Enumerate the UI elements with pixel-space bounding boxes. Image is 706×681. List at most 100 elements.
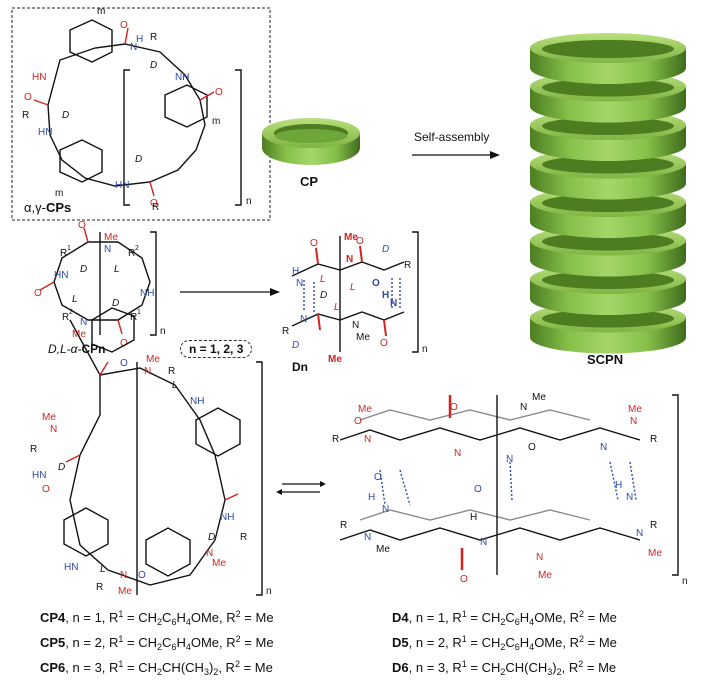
svg-text:m: m xyxy=(212,116,220,127)
svg-text:2: 2 xyxy=(69,309,73,316)
svg-text:N: N xyxy=(296,278,303,289)
svg-text:D: D xyxy=(62,110,69,121)
svg-text:N: N xyxy=(364,434,371,445)
svg-text:HN: HN xyxy=(32,470,46,481)
scpn-ring xyxy=(530,225,686,277)
svg-text:O: O xyxy=(380,338,388,349)
right-caption-d5: D5, n = 2, R1 = CH2C6H4OMe, R2 = Me xyxy=(392,634,617,652)
caption-id: D4 xyxy=(392,610,409,625)
svg-text:R: R xyxy=(22,110,29,121)
cpn-label-bold: CPn xyxy=(81,342,106,356)
svg-text:D: D xyxy=(112,298,119,309)
svg-text:N: N xyxy=(300,314,307,325)
svg-text:O: O xyxy=(374,472,382,483)
dn-label: Dn xyxy=(292,360,308,374)
cps-structure xyxy=(33,19,242,206)
svg-text:Me: Me xyxy=(72,329,86,340)
svg-text:R: R xyxy=(152,202,159,213)
svg-text:NH: NH xyxy=(140,288,154,299)
svg-text:H: H xyxy=(136,34,143,45)
svg-text:Me: Me xyxy=(538,570,552,581)
self-assembly-label: Self-assembly xyxy=(414,130,490,144)
svg-text:R: R xyxy=(340,520,347,531)
svg-text:O: O xyxy=(372,278,380,289)
svg-text:O: O xyxy=(120,338,128,349)
svg-text:m: m xyxy=(97,6,105,17)
svg-text:R: R xyxy=(650,434,657,445)
svg-text:n: n xyxy=(246,196,252,207)
svg-text:N: N xyxy=(130,42,137,53)
svg-text:N: N xyxy=(206,548,213,559)
svg-text:R: R xyxy=(96,582,103,593)
svg-text:R: R xyxy=(404,260,411,271)
svg-text:O: O xyxy=(528,442,536,453)
cps-label-bold: CPs xyxy=(45,200,72,215)
left-caption-cp6: CP6, n = 3, R1 = CH2CH(CH3)2, R2 = Me xyxy=(40,659,273,677)
caption-id: CP5 xyxy=(40,635,66,650)
d-dimer-structure xyxy=(339,394,679,576)
cpn-label: D,L-α-CPn xyxy=(48,342,106,356)
svg-text:N: N xyxy=(144,366,151,377)
svg-text:O: O xyxy=(120,20,128,31)
svg-text:1: 1 xyxy=(67,245,71,252)
svg-text:NH: NH xyxy=(175,72,189,83)
svg-text:Me: Me xyxy=(42,412,56,423)
svg-text:HN: HN xyxy=(115,180,129,191)
svg-text:D: D xyxy=(58,462,65,473)
svg-text:D: D xyxy=(382,244,389,255)
svg-text:H: H xyxy=(615,480,622,491)
svg-text:N: N xyxy=(626,492,633,503)
right-caption-d4: D4, n = 1, R1 = CH2C6H4OMe, R2 = Me xyxy=(392,609,617,627)
svg-text:O: O xyxy=(450,402,458,413)
svg-text:O: O xyxy=(356,236,364,247)
svg-text:N: N xyxy=(520,402,527,413)
svg-text:HN: HN xyxy=(38,127,52,138)
svg-text:R: R xyxy=(240,532,247,543)
svg-text:2: 2 xyxy=(135,245,139,252)
cps-label-prefix: α,γ- xyxy=(24,200,46,215)
svg-text:Me: Me xyxy=(118,586,132,597)
svg-text:R: R xyxy=(650,520,657,531)
svg-text:D: D xyxy=(80,264,87,275)
svg-text:O: O xyxy=(310,238,318,249)
svg-text:Me: Me xyxy=(532,392,546,403)
svg-text:n: n xyxy=(422,344,428,355)
scpn-ring xyxy=(530,33,686,84)
svg-text:O: O xyxy=(354,416,362,427)
svg-text:O: O xyxy=(34,288,42,299)
svg-text:O: O xyxy=(78,220,86,231)
svg-text:N: N xyxy=(364,532,371,543)
svg-text:L: L xyxy=(72,294,78,305)
caption-id: CP4 xyxy=(40,610,66,625)
svg-text:Me: Me xyxy=(358,404,372,415)
scpn-ring xyxy=(530,302,686,354)
svg-text:R: R xyxy=(150,32,157,43)
svg-text:N: N xyxy=(636,528,643,539)
svg-text:N: N xyxy=(454,448,461,459)
left-caption-cp4: CP4, n = 1, R1 = CH2C6H4OMe, R2 = Me xyxy=(40,609,274,627)
svg-text:Me: Me xyxy=(628,404,642,415)
cps-label: α,γ-CPs xyxy=(24,200,71,215)
svg-text:m: m xyxy=(55,188,63,199)
svg-text:n: n xyxy=(682,576,688,587)
svg-text:R: R xyxy=(62,312,69,323)
svg-text:O: O xyxy=(474,484,482,495)
svg-text:1: 1 xyxy=(137,309,141,316)
svg-text:NH: NH xyxy=(220,512,234,523)
svg-text:Me: Me xyxy=(344,232,358,243)
svg-text:D: D xyxy=(292,340,299,351)
svg-text:N: N xyxy=(382,504,389,515)
d-dimer-labels: Me O R N O N Me Me N R N N O N O H N O H… xyxy=(332,392,688,587)
svg-text:HN: HN xyxy=(32,72,46,83)
right-caption-d6: D6, n = 3, R1 = CH2CH(CH3)2, R2 = Me xyxy=(392,659,617,677)
svg-text:N: N xyxy=(80,317,87,328)
svg-text:L: L xyxy=(100,564,106,575)
svg-text:N: N xyxy=(630,416,637,427)
dn-atom-labels: Me N O O D R H N O H N L L L D R D N Me … xyxy=(282,232,428,365)
svg-text:R: R xyxy=(60,248,67,259)
svg-text:L: L xyxy=(114,264,120,275)
svg-text:L: L xyxy=(320,274,326,285)
cpn-structure xyxy=(39,227,157,336)
